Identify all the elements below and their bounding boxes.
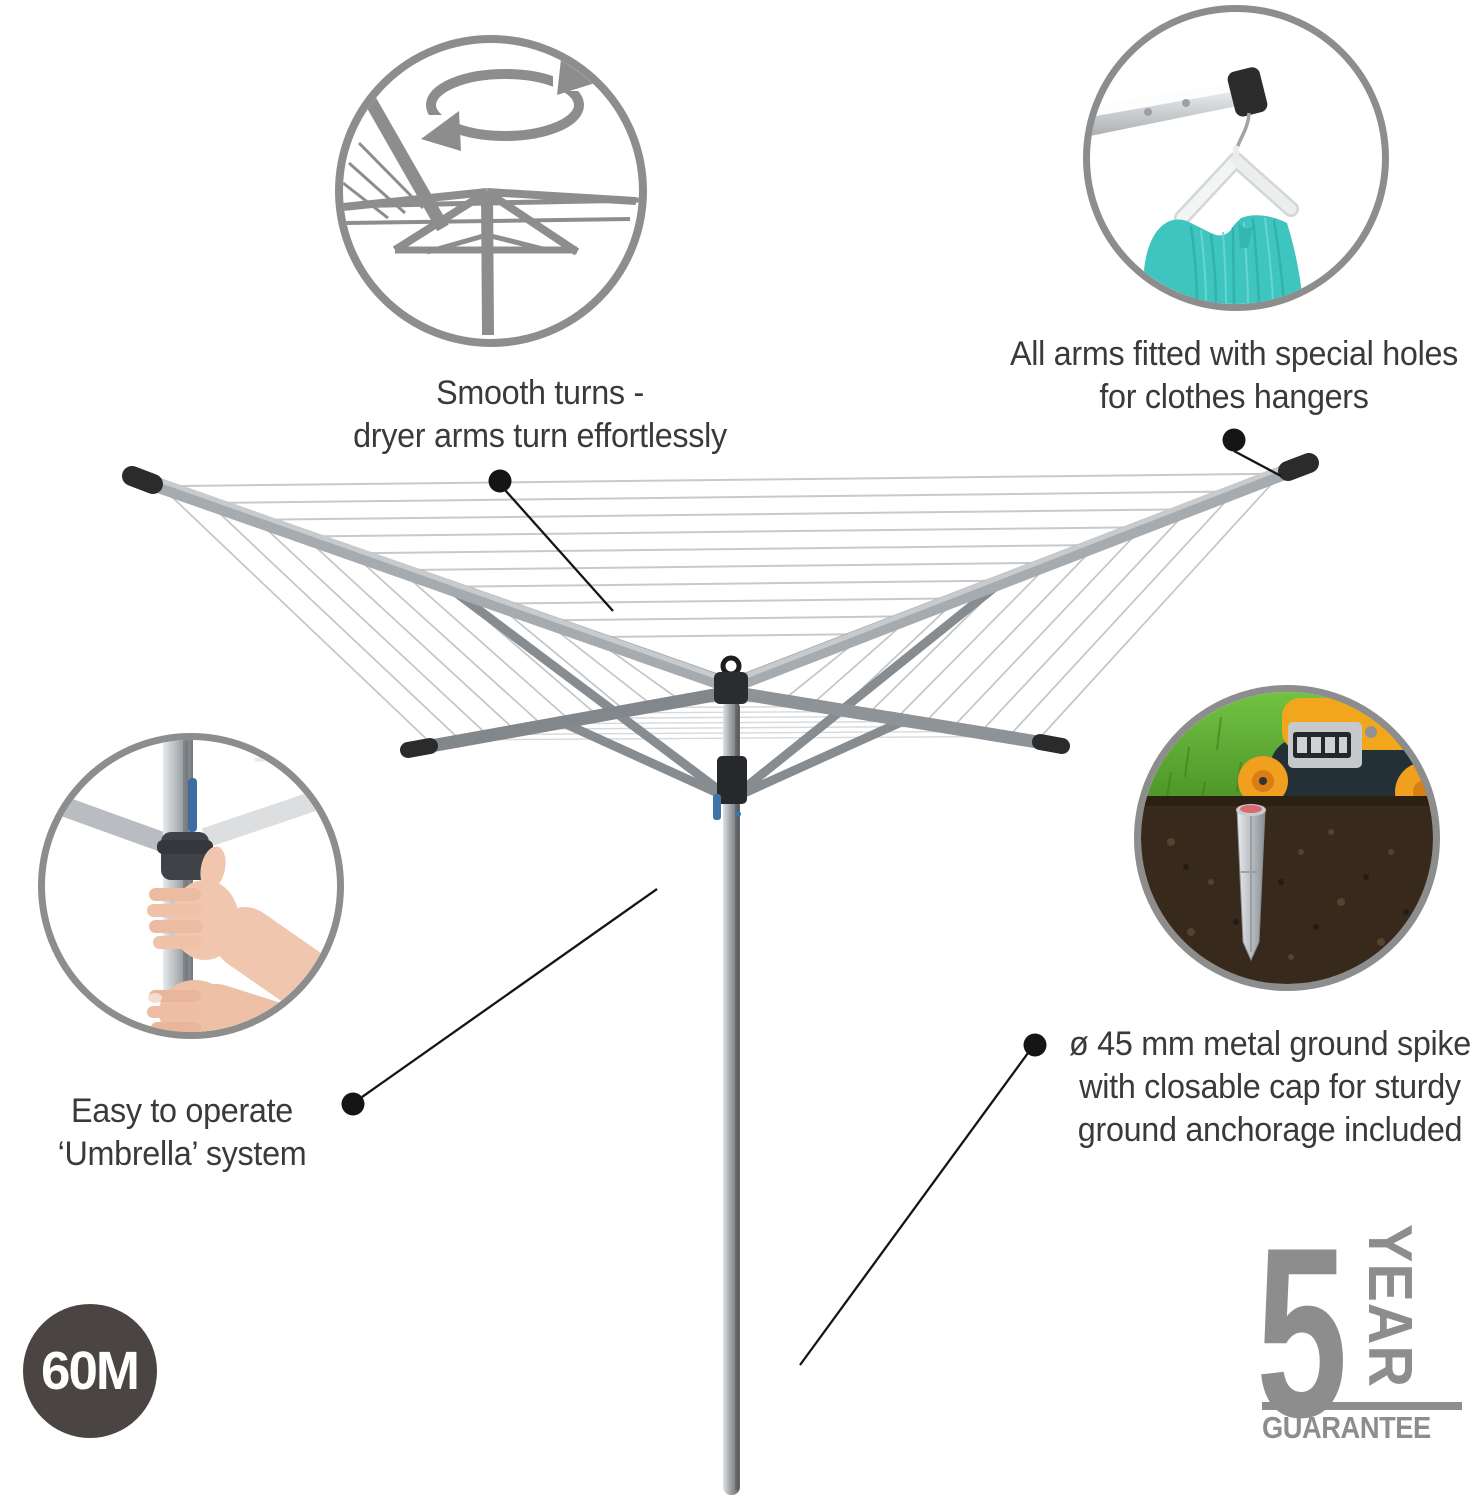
line-length-text: 60M bbox=[41, 1341, 140, 1401]
caption-line: Easy to operate bbox=[71, 1092, 293, 1130]
umbrella-photo-circle bbox=[38, 733, 344, 1039]
smooth-turns-icon-circle bbox=[335, 35, 647, 347]
guarantee-number: 5 bbox=[1256, 1198, 1348, 1468]
blue-clip bbox=[713, 794, 721, 820]
hub-loop bbox=[720, 655, 742, 677]
blue-lever bbox=[188, 778, 197, 832]
ground-spike bbox=[1236, 804, 1266, 962]
caption-line: for clothes hangers bbox=[1099, 378, 1369, 416]
caption-line: dryer arms turn effortlessly bbox=[353, 417, 727, 455]
caption-line: All arms fitted with special holes bbox=[1009, 335, 1459, 373]
support-struts bbox=[444, 575, 1008, 804]
soil-speckles bbox=[1167, 829, 1394, 960]
dryer-back-arms bbox=[137, 458, 1304, 694]
hub-cap bbox=[714, 672, 748, 704]
arm-end-caps bbox=[122, 453, 1319, 758]
guarantee-divider bbox=[1262, 1402, 1462, 1410]
caption-line: with closable cap for sturdy bbox=[1079, 1068, 1461, 1106]
lawn-mower bbox=[1238, 698, 1433, 822]
guarantee-year: YEAR bbox=[1355, 1224, 1424, 1388]
hub-collar bbox=[717, 756, 747, 804]
rotation-arrows-dryer-icon bbox=[343, 59, 639, 336]
grass-soil-boundary bbox=[1141, 796, 1433, 808]
clothes-hanger-on-arm-photo bbox=[1090, 67, 1303, 304]
hands-operating-umbrella-pole-photo bbox=[45, 740, 337, 1032]
thumb bbox=[200, 846, 226, 890]
spike-cap bbox=[1240, 805, 1262, 813]
caption-line: Smooth turns - bbox=[436, 374, 644, 412]
caption-line: ø 45 mm metal ground spike bbox=[1069, 1025, 1471, 1063]
callout-dots bbox=[341, 428, 1246, 1116]
dryer-arm-left bbox=[45, 788, 169, 853]
rotation-arrowhead bbox=[421, 111, 461, 151]
guarantee-label: GUARANTEE bbox=[1262, 1410, 1431, 1445]
dryer-front-arms bbox=[412, 685, 1058, 756]
caption-line: ground anchorage included bbox=[1077, 1111, 1463, 1149]
metal-ground-spike-in-soil-photo bbox=[1141, 692, 1433, 984]
ground-spike-caption: ø 45 mm metal ground spike with closable… bbox=[1066, 1023, 1475, 1152]
callout-lines bbox=[361, 449, 1282, 1366]
fingernail bbox=[148, 993, 162, 1003]
umbrella-system-caption: Easy to operate ‘Umbrella’ system bbox=[40, 1090, 325, 1176]
hanger-holes-caption: All arms fitted with special holes for c… bbox=[1006, 333, 1462, 419]
hanger-photo-circle bbox=[1083, 5, 1389, 311]
clotheslines bbox=[160, 472, 1282, 746]
smooth-turns-caption: Smooth turns - dryer arms turn effortles… bbox=[350, 372, 730, 458]
rotation-arrowhead bbox=[557, 59, 595, 95]
garment-collar bbox=[1238, 222, 1253, 248]
caption-line: ‘Umbrella’ system bbox=[57, 1135, 307, 1173]
clothes-hanger bbox=[1174, 146, 1299, 226]
arm-end-cap bbox=[1227, 67, 1268, 117]
dryer-pole bbox=[713, 655, 748, 1495]
teal-garment bbox=[1144, 215, 1303, 304]
line-length-badge: 60M bbox=[23, 1304, 157, 1438]
ground-spike-photo-circle bbox=[1134, 685, 1440, 991]
